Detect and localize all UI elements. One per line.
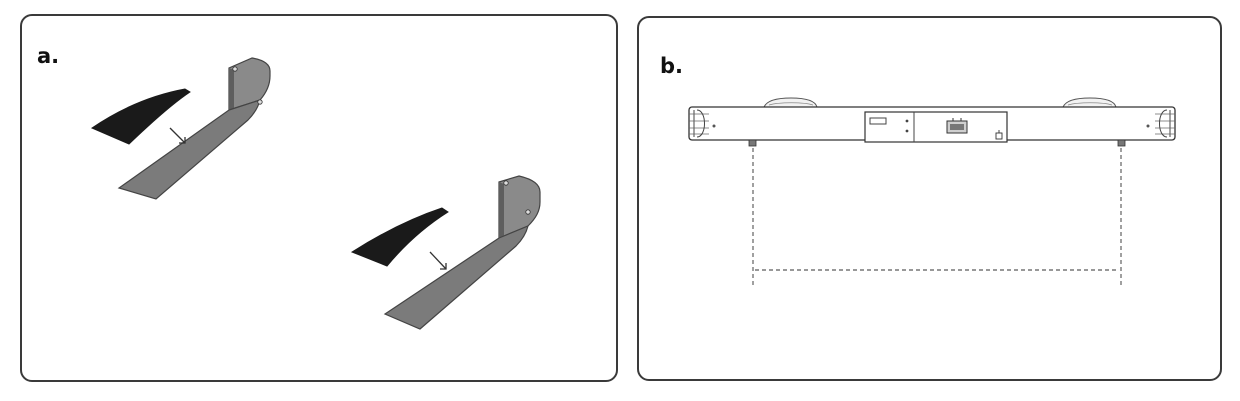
wall-bracket-icon <box>117 57 271 200</box>
panel-b-label: b. <box>660 54 684 78</box>
bracket-2 <box>350 175 541 330</box>
soundbar-rear-view-icon <box>688 97 1176 147</box>
panel-a-label: a. <box>37 44 60 68</box>
adhesive-pad-icon <box>90 88 191 145</box>
panel-b: b. <box>637 16 1222 381</box>
panel-a: a. <box>20 14 618 382</box>
adhesive-pad-icon <box>350 207 449 267</box>
panel-a-illustration <box>90 57 541 330</box>
dashed-guide <box>752 148 1122 286</box>
placement-arrow-icon <box>169 127 186 144</box>
bracket-1 <box>90 57 271 200</box>
panel-b-illustration <box>688 97 1176 286</box>
wall-bracket-icon <box>383 175 541 330</box>
placement-arrow-icon <box>429 251 447 270</box>
